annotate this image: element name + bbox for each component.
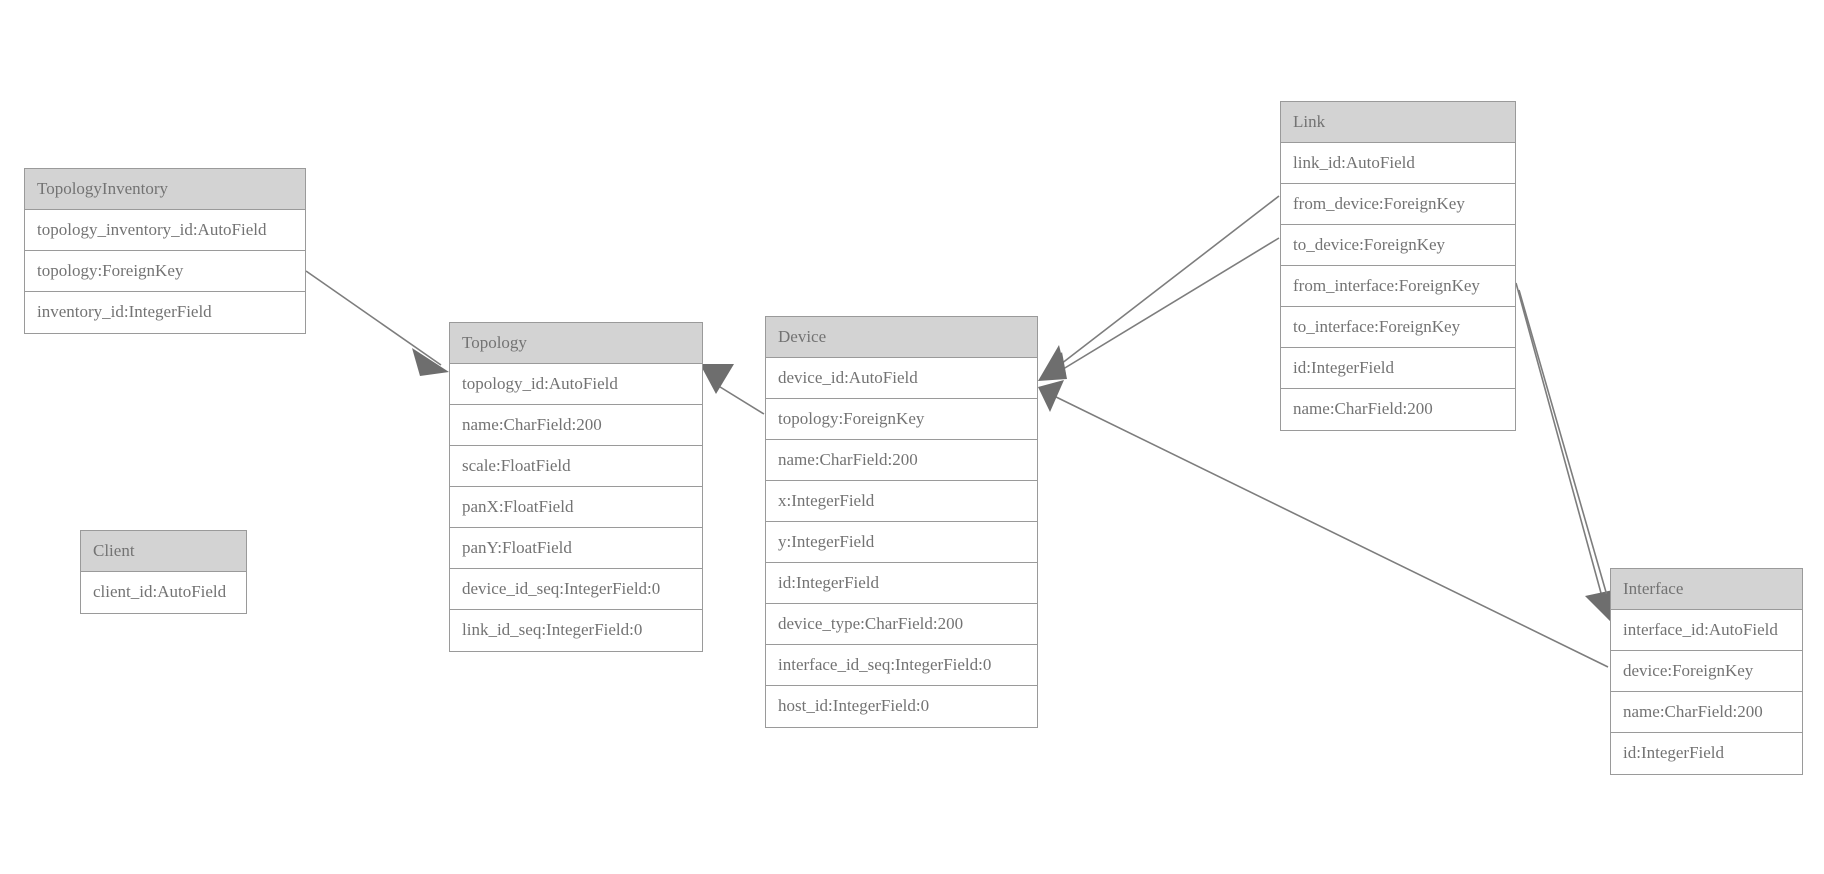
entity-title-client: Client — [81, 531, 246, 572]
field-link-integer-id: id:IntegerField — [1281, 348, 1515, 389]
edge-topologyinventory-topology — [305, 270, 449, 376]
field-device-integer-id: id:IntegerField — [766, 563, 1037, 604]
field-interface-device-fk: device:ForeignKey — [1611, 651, 1802, 692]
field-topology-id: topology_id:AutoField — [450, 364, 702, 405]
field-link-to-interface: to_interface:ForeignKey — [1281, 307, 1515, 348]
field-link-id: link_id:AutoField — [1281, 143, 1515, 184]
field-interface-id: interface_id:AutoField — [1611, 610, 1802, 651]
entity-interface[interactable]: Interface interface_id:AutoField device:… — [1610, 568, 1803, 775]
field-topology-link-id-seq: link_id_seq:IntegerField:0 — [450, 610, 702, 651]
entity-device[interactable]: Device device_id:AutoField topology:Fore… — [765, 316, 1038, 728]
entity-title-link: Link — [1281, 102, 1515, 143]
field-topology-panx: panX:FloatField — [450, 487, 702, 528]
field-topology-inventory-id: topology_inventory_id:AutoField — [25, 210, 305, 251]
field-inventory-id: inventory_id:IntegerField — [25, 292, 305, 333]
field-device-type: device_type:CharField:200 — [766, 604, 1037, 645]
field-device-interface-id-seq: interface_id_seq:IntegerField:0 — [766, 645, 1037, 686]
field-device-name: name:CharField:200 — [766, 440, 1037, 481]
entity-title-interface: Interface — [1611, 569, 1802, 610]
field-device-id: device_id:AutoField — [766, 358, 1037, 399]
entity-topologyinventory[interactable]: TopologyInventory topology_inventory_id:… — [24, 168, 306, 334]
field-topology-pany: panY:FloatField — [450, 528, 702, 569]
field-link-to-device: to_device:ForeignKey — [1281, 225, 1515, 266]
entity-title-device: Device — [766, 317, 1037, 358]
edge-link-to-interface — [1518, 289, 1614, 624]
field-link-from-interface: from_interface:ForeignKey — [1281, 266, 1515, 307]
field-interface-integer-id: id:IntegerField — [1611, 733, 1802, 774]
field-interface-name: name:CharField:200 — [1611, 692, 1802, 733]
field-topology-name: name:CharField:200 — [450, 405, 702, 446]
field-link-from-device: from_device:ForeignKey — [1281, 184, 1515, 225]
entity-title-topology: Topology — [450, 323, 702, 364]
field-topology-scale: scale:FloatField — [450, 446, 702, 487]
field-device-host-id: host_id:IntegerField:0 — [766, 686, 1037, 727]
entity-client[interactable]: Client client_id:AutoField — [80, 530, 247, 614]
field-device-topology-fk: topology:ForeignKey — [766, 399, 1037, 440]
edge-link-from-device — [1038, 195, 1280, 381]
edge-link-to-device — [1038, 237, 1280, 381]
edge-device-topology — [700, 364, 765, 415]
field-topology-device-id-seq: device_id_seq:IntegerField:0 — [450, 569, 702, 610]
field-device-x: x:IntegerField — [766, 481, 1037, 522]
field-client-id: client_id:AutoField — [81, 572, 246, 613]
entity-title-topologyinventory: TopologyInventory — [25, 169, 305, 210]
entity-topology[interactable]: Topology topology_id:AutoField name:Char… — [449, 322, 703, 652]
field-link-name: name:CharField:200 — [1281, 389, 1515, 430]
entity-link[interactable]: Link link_id:AutoField from_device:Forei… — [1280, 101, 1516, 431]
edge-link-from-interface — [1515, 282, 1613, 624]
field-topology-fk: topology:ForeignKey — [25, 251, 305, 292]
field-device-y: y:IntegerField — [766, 522, 1037, 563]
